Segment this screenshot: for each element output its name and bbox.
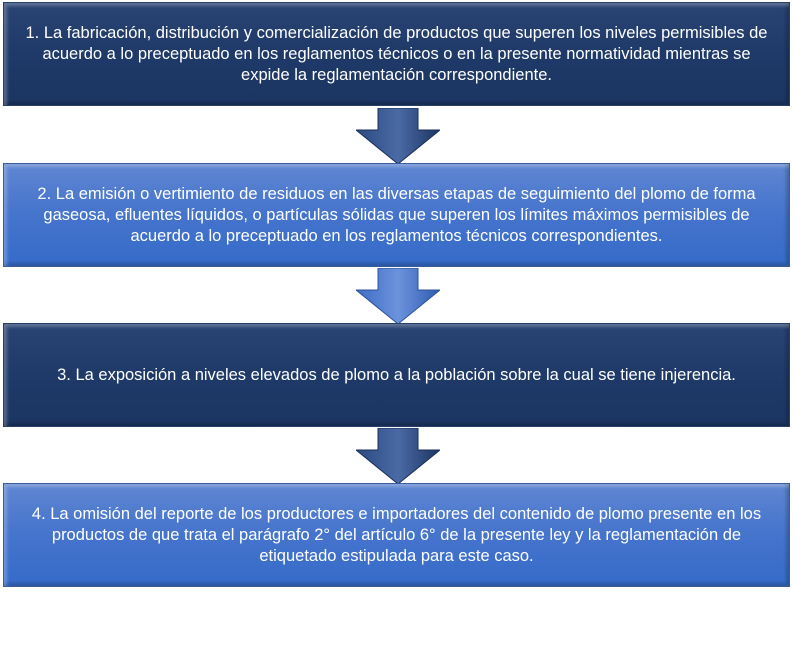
step-3-text: 3. La exposición a niveles elevados de p… — [57, 365, 736, 384]
step-4-text: 4. La omisión del reporte de los product… — [31, 504, 762, 565]
down-arrow-icon — [356, 108, 440, 164]
step-1-box: 1. La fabricación, distribución y comerc… — [3, 2, 790, 106]
step-2-text: 2. La emisión o vertimiento de residuos … — [37, 184, 756, 245]
step-3-box: 3. La exposición a niveles elevados de p… — [3, 323, 790, 427]
down-arrow-icon — [356, 428, 440, 484]
step-2-box: 2. La emisión o vertimiento de residuos … — [3, 163, 790, 267]
step-4-box: 4. La omisión del reporte de los product… — [3, 483, 790, 587]
down-arrow-icon — [356, 268, 440, 324]
step-1-text: 1. La fabricación, distribución y comerc… — [25, 23, 768, 84]
